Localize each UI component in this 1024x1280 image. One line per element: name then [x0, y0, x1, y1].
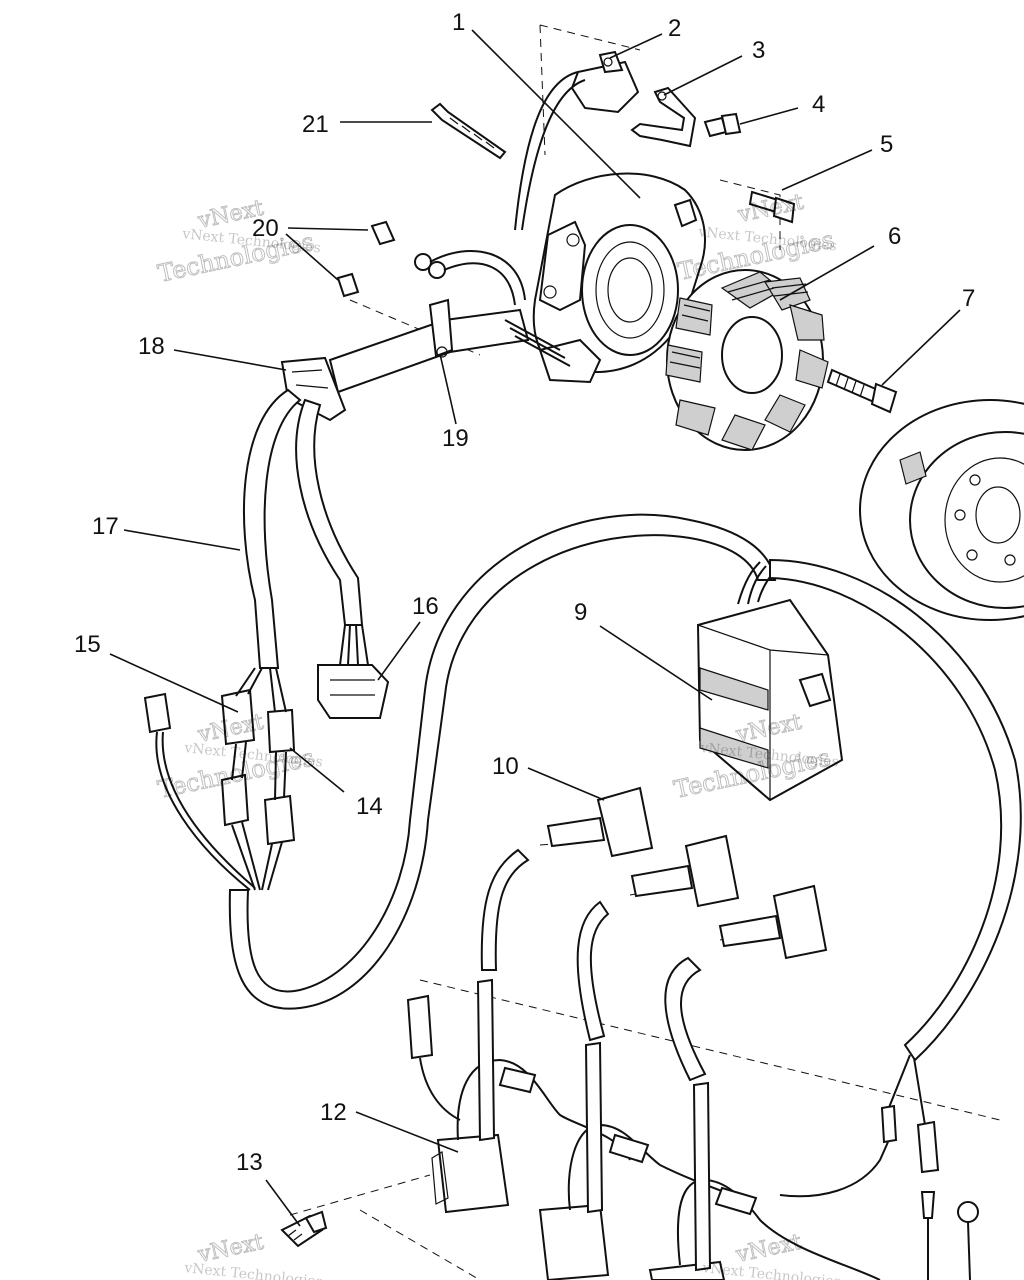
- clamp-part-3: [630, 86, 697, 148]
- screw-part-4: [703, 112, 742, 138]
- ignition-coils-part-12: [406, 978, 881, 1280]
- callout-18: 18: [138, 333, 165, 360]
- lead-connector-left: [143, 692, 256, 891]
- spark-plug-caps-part-10: [480, 786, 828, 1082]
- bullet-connectors-part-15-14: [220, 667, 296, 891]
- watermark-logo-line1: vNext: [735, 190, 806, 228]
- callout-1: 1: [452, 9, 465, 36]
- callout-10: 10: [492, 753, 519, 780]
- callout-5: 5: [880, 131, 893, 158]
- callout-9: 9: [574, 599, 587, 626]
- callout-labels: 1 2 3 4 5 6 7 9 10 12 13 14 15 16 17 18 …: [74, 9, 975, 1176]
- cable-clip-part-19: [428, 298, 454, 358]
- right-harness: [769, 558, 1022, 1280]
- callout-20: 20: [252, 215, 279, 242]
- callout-7: 7: [962, 285, 975, 312]
- callout-15: 15: [74, 631, 101, 658]
- callout-21: 21: [302, 111, 329, 138]
- connector-part-16: [317, 624, 390, 719]
- sensor-bracket-part-2: [514, 50, 640, 231]
- watermark-logo-line1: vNext: [733, 1230, 804, 1268]
- stator-plate-part-1: [532, 172, 706, 384]
- watermark-text: vNext Technologies: [183, 1260, 324, 1280]
- screws-part-20: [336, 220, 526, 306]
- callout-3: 3: [752, 37, 765, 64]
- bolt-part-7: [826, 368, 898, 414]
- callout-2: 2: [668, 15, 681, 42]
- loop-cable: [228, 513, 777, 1010]
- screw-part-5: [748, 190, 796, 224]
- stator-coil-part-6: [665, 269, 829, 451]
- callout-12: 12: [320, 1099, 347, 1126]
- leader-lines: [109, 29, 961, 1227]
- callout-4: 4: [812, 91, 825, 118]
- cdi-box-part-9: [696, 561, 844, 802]
- flywheel: [859, 399, 1024, 621]
- callout-19: 19: [442, 425, 469, 452]
- callout-13: 13: [236, 1149, 263, 1176]
- harness-branches-part-17: [242, 388, 364, 669]
- callout-14: 14: [356, 793, 383, 820]
- cable-tie-part-21: [430, 102, 507, 160]
- callout-6: 6: [888, 223, 901, 250]
- spark-plug-part-13: [280, 1210, 328, 1248]
- callout-16: 16: [412, 593, 439, 620]
- watermark-top-left: vNext Technologies vNext Technologies: [155, 195, 322, 288]
- callout-17: 17: [92, 513, 119, 540]
- watermark-text: vNext Technologies: [701, 1260, 842, 1280]
